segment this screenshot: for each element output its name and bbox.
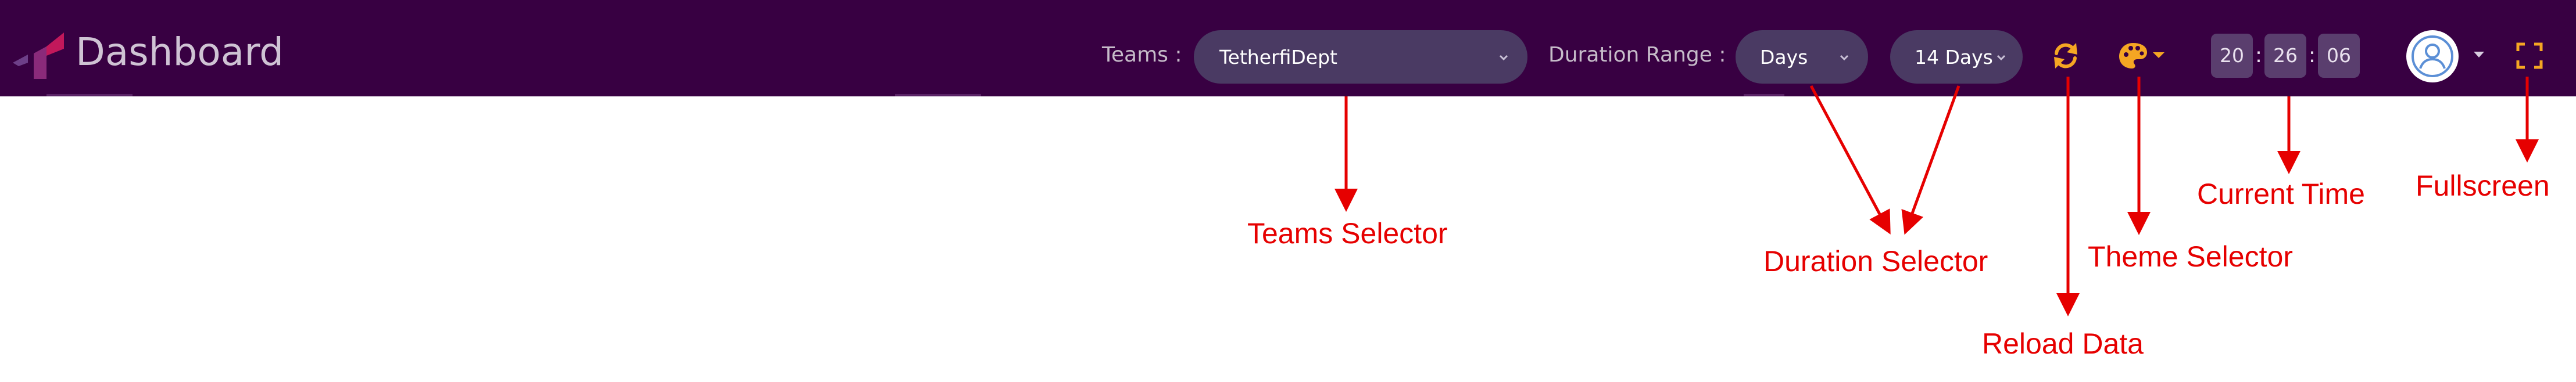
duration-unit-arrow [1809, 85, 1891, 235]
fullscreen-icon [2516, 42, 2543, 69]
top-header-bar: Dashboard Teams : TetherfiDept Duration … [0, 0, 2576, 96]
current-time-annotation: Current Time [2197, 178, 2365, 210]
teams-select[interactable]: TetherfiDept [1194, 30, 1527, 84]
page-title: Dashboard [76, 30, 284, 74]
fullscreen-button[interactable] [2516, 42, 2543, 70]
refresh-icon [2054, 43, 2077, 69]
reload-button[interactable] [2051, 41, 2081, 71]
duration-unit-select[interactable]: Days [1736, 30, 1868, 84]
reload-data-annotation: Reload Data [1982, 327, 2144, 360]
theme-selector-button[interactable] [2118, 41, 2167, 71]
clock-separator: : [2308, 44, 2316, 67]
tab-indicator [46, 94, 133, 96]
clock-hours: 20 [2211, 34, 2253, 78]
user-avatar-icon [2412, 35, 2453, 77]
duration-selector-annotation: Duration Selector [1763, 245, 1988, 278]
duration-amount-arrow [1901, 85, 1960, 235]
tab-indicator [1744, 94, 1784, 96]
chevron-down-icon [1499, 55, 1508, 61]
teams-selector-annotation: Teams Selector [1247, 217, 1448, 250]
chevron-down-icon [1997, 55, 2006, 61]
caret-down-icon [2474, 52, 2484, 57]
clock-separator: : [2255, 44, 2263, 67]
duration-unit-value: Days [1760, 46, 1808, 69]
duration-amount-select[interactable]: 14 Days [1890, 30, 2023, 84]
user-menu-toggle[interactable] [2473, 50, 2485, 59]
clock-minutes: 26 [2264, 34, 2306, 78]
tab-indicator [895, 94, 981, 96]
teams-label: Teams : [1102, 43, 1182, 67]
fullscreen-annotation: Fullscreen [2416, 170, 2550, 202]
theme-selector-annotation: Theme Selector [2088, 240, 2293, 273]
chevron-down-icon [1840, 55, 1849, 61]
palette-icon [2119, 43, 2164, 69]
duration-amount-value: 14 Days [1915, 46, 1993, 69]
app-logo[interactable] [10, 30, 66, 79]
teams-select-value: TetherfiDept [1219, 46, 1337, 69]
user-avatar-button[interactable] [2406, 30, 2459, 82]
duration-range-label: Duration Range : [1548, 43, 1726, 67]
clock-seconds: 06 [2318, 34, 2360, 78]
